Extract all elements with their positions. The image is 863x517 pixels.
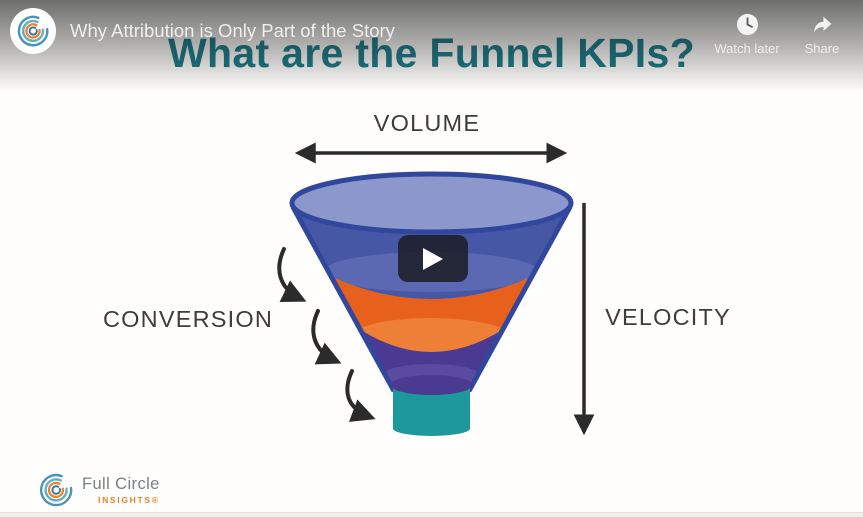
conversion-arrow-3 — [345, 369, 376, 422]
funnel-top-ellipse — [289, 171, 574, 235]
brand-text: Full Circle INSIGHTS® — [82, 475, 160, 505]
share-label: Share — [804, 41, 840, 56]
volume-label: VOLUME — [374, 110, 480, 136]
velocity-label: VELOCITY — [605, 304, 731, 330]
slide-brand-logo: Full Circle INSIGHTS® — [38, 472, 160, 508]
brand-subname: INSIGHTS® — [98, 495, 160, 505]
watch-later-label: Watch later — [714, 41, 780, 56]
conversion-arrows — [277, 247, 376, 422]
video-title-link[interactable]: Why Attribution is Only Part of the Stor… — [70, 20, 395, 41]
clock-icon — [736, 13, 758, 36]
share-button[interactable]: Share — [790, 12, 854, 56]
channel-logo-swirl-icon — [17, 15, 49, 47]
player-top-gradient — [0, 0, 863, 92]
brand-swirl-icon — [39, 473, 73, 507]
conversion-label: CONVERSION — [103, 306, 273, 332]
share-arrow-icon — [813, 16, 832, 33]
conversion-arrow-2 — [311, 309, 342, 365]
funnel-purple-overlap — [390, 375, 473, 395]
play-triangle-icon — [423, 247, 443, 270]
funnel-spout-bottom — [393, 421, 470, 436]
conversion-arrow-1 — [277, 247, 307, 303]
channel-avatar[interactable] — [10, 8, 56, 54]
watch-later-button[interactable]: Watch later — [705, 12, 789, 56]
brand-name: Full Circle — [82, 475, 160, 493]
page-bottom-strip — [0, 512, 863, 517]
play-button[interactable] — [398, 235, 468, 282]
funnel-outline — [290, 205, 573, 393]
